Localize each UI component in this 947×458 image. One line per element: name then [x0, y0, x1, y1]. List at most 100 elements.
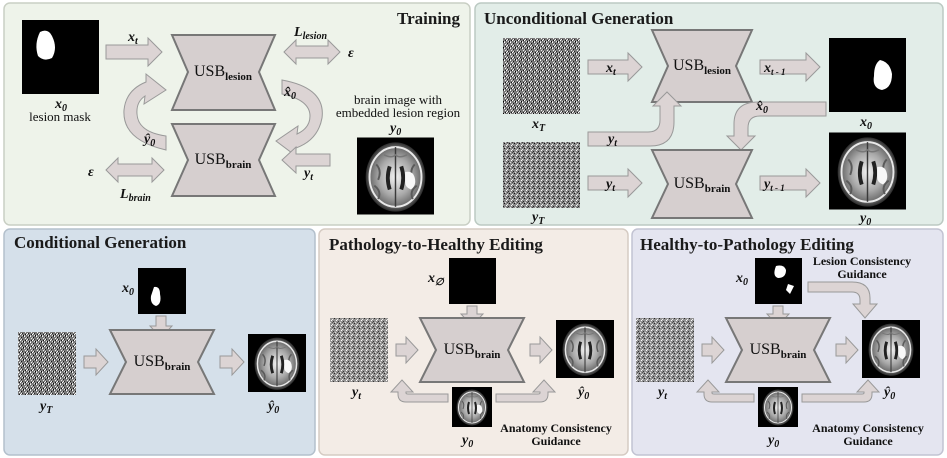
- training-title: Training: [397, 9, 460, 28]
- cond-noise-yT: [18, 332, 76, 395]
- p2h-yt-label: yt: [350, 385, 362, 402]
- h2p-y0-label: y0: [766, 433, 779, 450]
- h2p-in-arrow: [701, 335, 725, 365]
- uncond-yt-arrow: [587, 167, 643, 199]
- p2h-y0-label: y0: [460, 433, 473, 450]
- cond-yT-label: yT: [38, 399, 53, 416]
- training-y0-label: y0: [388, 121, 401, 138]
- training-brain-image: [357, 138, 434, 215]
- usb-brain-label-cond: USBbrain: [134, 353, 191, 373]
- h2p-noise-yt: [636, 318, 694, 382]
- y0hat-curved-arrow: [123, 72, 167, 151]
- usb-brain-label-p2h: USBbrain: [444, 341, 501, 361]
- uncond-yt-bend-arrow: [587, 91, 683, 147]
- uncond-title: Unconditional Generation: [484, 9, 674, 28]
- p2h-out-arrow: [529, 335, 553, 365]
- usb-lesion-network: [170, 34, 277, 111]
- cond-out-arrow: [219, 347, 245, 377]
- p2h-y0hat-label: ŷ0: [576, 385, 589, 402]
- uncond-yt-label: yt: [604, 177, 616, 194]
- uncond-xT-label: xT: [531, 117, 546, 134]
- training-yt-label: yt: [302, 166, 314, 183]
- uncond-xtm1-label: xt - 1: [763, 61, 786, 77]
- p2h-in-arrow: [395, 335, 419, 365]
- usb-brain-network-h2p: [724, 317, 832, 383]
- cond-x0-mask: [138, 268, 186, 314]
- lesion-shape: [36, 30, 55, 60]
- uncond-x0-mask: [829, 38, 906, 112]
- brain-loss-label: Lbrain: [119, 187, 151, 204]
- training-x0-label: x0: [54, 97, 67, 114]
- p2h-y0hat-brain: [556, 318, 614, 380]
- p2h-anatomy-guidance-1: Anatomy Consistency: [500, 421, 612, 435]
- training-eps-bottom: ε: [88, 165, 94, 180]
- training-eps-top: ε: [348, 46, 354, 61]
- training-y0hat-label: ŷ0: [142, 132, 155, 149]
- h2p-title: Healthy-to-Pathology Editing: [640, 235, 854, 254]
- uncond-noise-xT: [503, 38, 580, 114]
- cond-in-arrow: [83, 347, 109, 377]
- usb-brain-label-uncond: USBbrain: [674, 175, 731, 195]
- h2p-yt-label: yt: [656, 385, 668, 402]
- usb-brain-network-training: [170, 123, 277, 197]
- uncond-yt-label-top: yt: [606, 132, 618, 149]
- h2p-y0-brain: [758, 386, 798, 428]
- h2p-lesion-guidance-1: Lesion Consistency: [813, 254, 911, 268]
- usb-brain-network-p2h: [418, 317, 526, 383]
- uncond-noise-yT: [503, 142, 580, 208]
- cond-y0hat-brain: [248, 334, 306, 392]
- h2p-guidance-left-arrow: [695, 379, 755, 403]
- cond-lesion-shape: [150, 286, 161, 306]
- uncond-y0-brain: [829, 133, 906, 210]
- p2h-guidance-left-arrow: [389, 379, 449, 403]
- cond-x0-label: x0: [121, 281, 134, 298]
- h2p-lesion-shape-1: [774, 265, 786, 278]
- x0hat-curved-arrow: [275, 79, 323, 157]
- brain-img-caption-2: embedded lesion region: [336, 105, 461, 120]
- h2p-anatomy-guidance-1: Anatomy Consistency: [812, 421, 924, 435]
- usb-brain-network-cond: [108, 329, 216, 395]
- cond-y0hat-label: ŷ0: [266, 399, 279, 416]
- usb-brain-label-training: USBbrain: [195, 151, 252, 171]
- unconditional-panel: [474, 2, 944, 226]
- usb-brain-label-h2p: USBbrain: [750, 341, 807, 361]
- h2p-x0-mask: [755, 258, 802, 304]
- h2p-anatomy-guidance-2: Guidance: [843, 434, 893, 448]
- p2h-empty-mask: [449, 258, 496, 304]
- p2h-anatomy-guidance-2: Guidance: [531, 434, 581, 448]
- lesion-loss-label: Llesion: [293, 25, 327, 42]
- training-xt-arrow: [105, 36, 163, 68]
- h2p-y0hat-label: ŷ0: [882, 385, 895, 402]
- uncond-xtm1-arrow: [759, 51, 821, 83]
- cond-title: Conditional Generation: [14, 233, 187, 252]
- uncond-ytm1-arrow: [759, 167, 821, 199]
- brain-loss-arrow: [105, 156, 165, 184]
- h2p-x0-label: x0: [735, 271, 748, 288]
- training-yt-arrow: [281, 145, 331, 175]
- p2h-xempty-label: x∅: [427, 271, 445, 288]
- brain-img-caption-1: brain image with: [354, 92, 443, 107]
- uncond-ytm1-label: yt - 1: [762, 177, 785, 193]
- h2p-lesion-guidance-2: Guidance: [837, 267, 887, 281]
- uncond-x0hat-arrow: [725, 101, 827, 151]
- training-x0hat-label: x̂0: [283, 85, 296, 102]
- lesion-loss-arrow: [283, 38, 341, 66]
- uncond-xt-arrow: [587, 51, 643, 83]
- usb-lesion-label: USBlesion: [194, 63, 252, 83]
- p2h-noise-yt: [330, 318, 388, 382]
- h2p-guidance-right-arrow: [801, 379, 881, 403]
- uncond-yT-label: yT: [530, 210, 545, 227]
- uncond-y0-label: y0: [858, 211, 871, 228]
- uncond-lesion-shape: [873, 60, 892, 90]
- uncond-x0hat-label: x̂0: [755, 99, 768, 116]
- lesion-mask-caption: lesion mask: [29, 109, 91, 124]
- p2h-y0-brain: [452, 387, 492, 427]
- uncond-x0-label: x0: [859, 115, 872, 132]
- lesion-mask-image: [22, 20, 99, 94]
- usb-lesion-label-uncond: USBlesion: [673, 57, 731, 77]
- h2p-lesion-shape-2: [786, 284, 794, 294]
- usb-brain-network-uncond: [650, 149, 754, 219]
- h2p-lesion-guidance-arrow: [807, 281, 879, 319]
- h2p-out-arrow: [835, 335, 859, 365]
